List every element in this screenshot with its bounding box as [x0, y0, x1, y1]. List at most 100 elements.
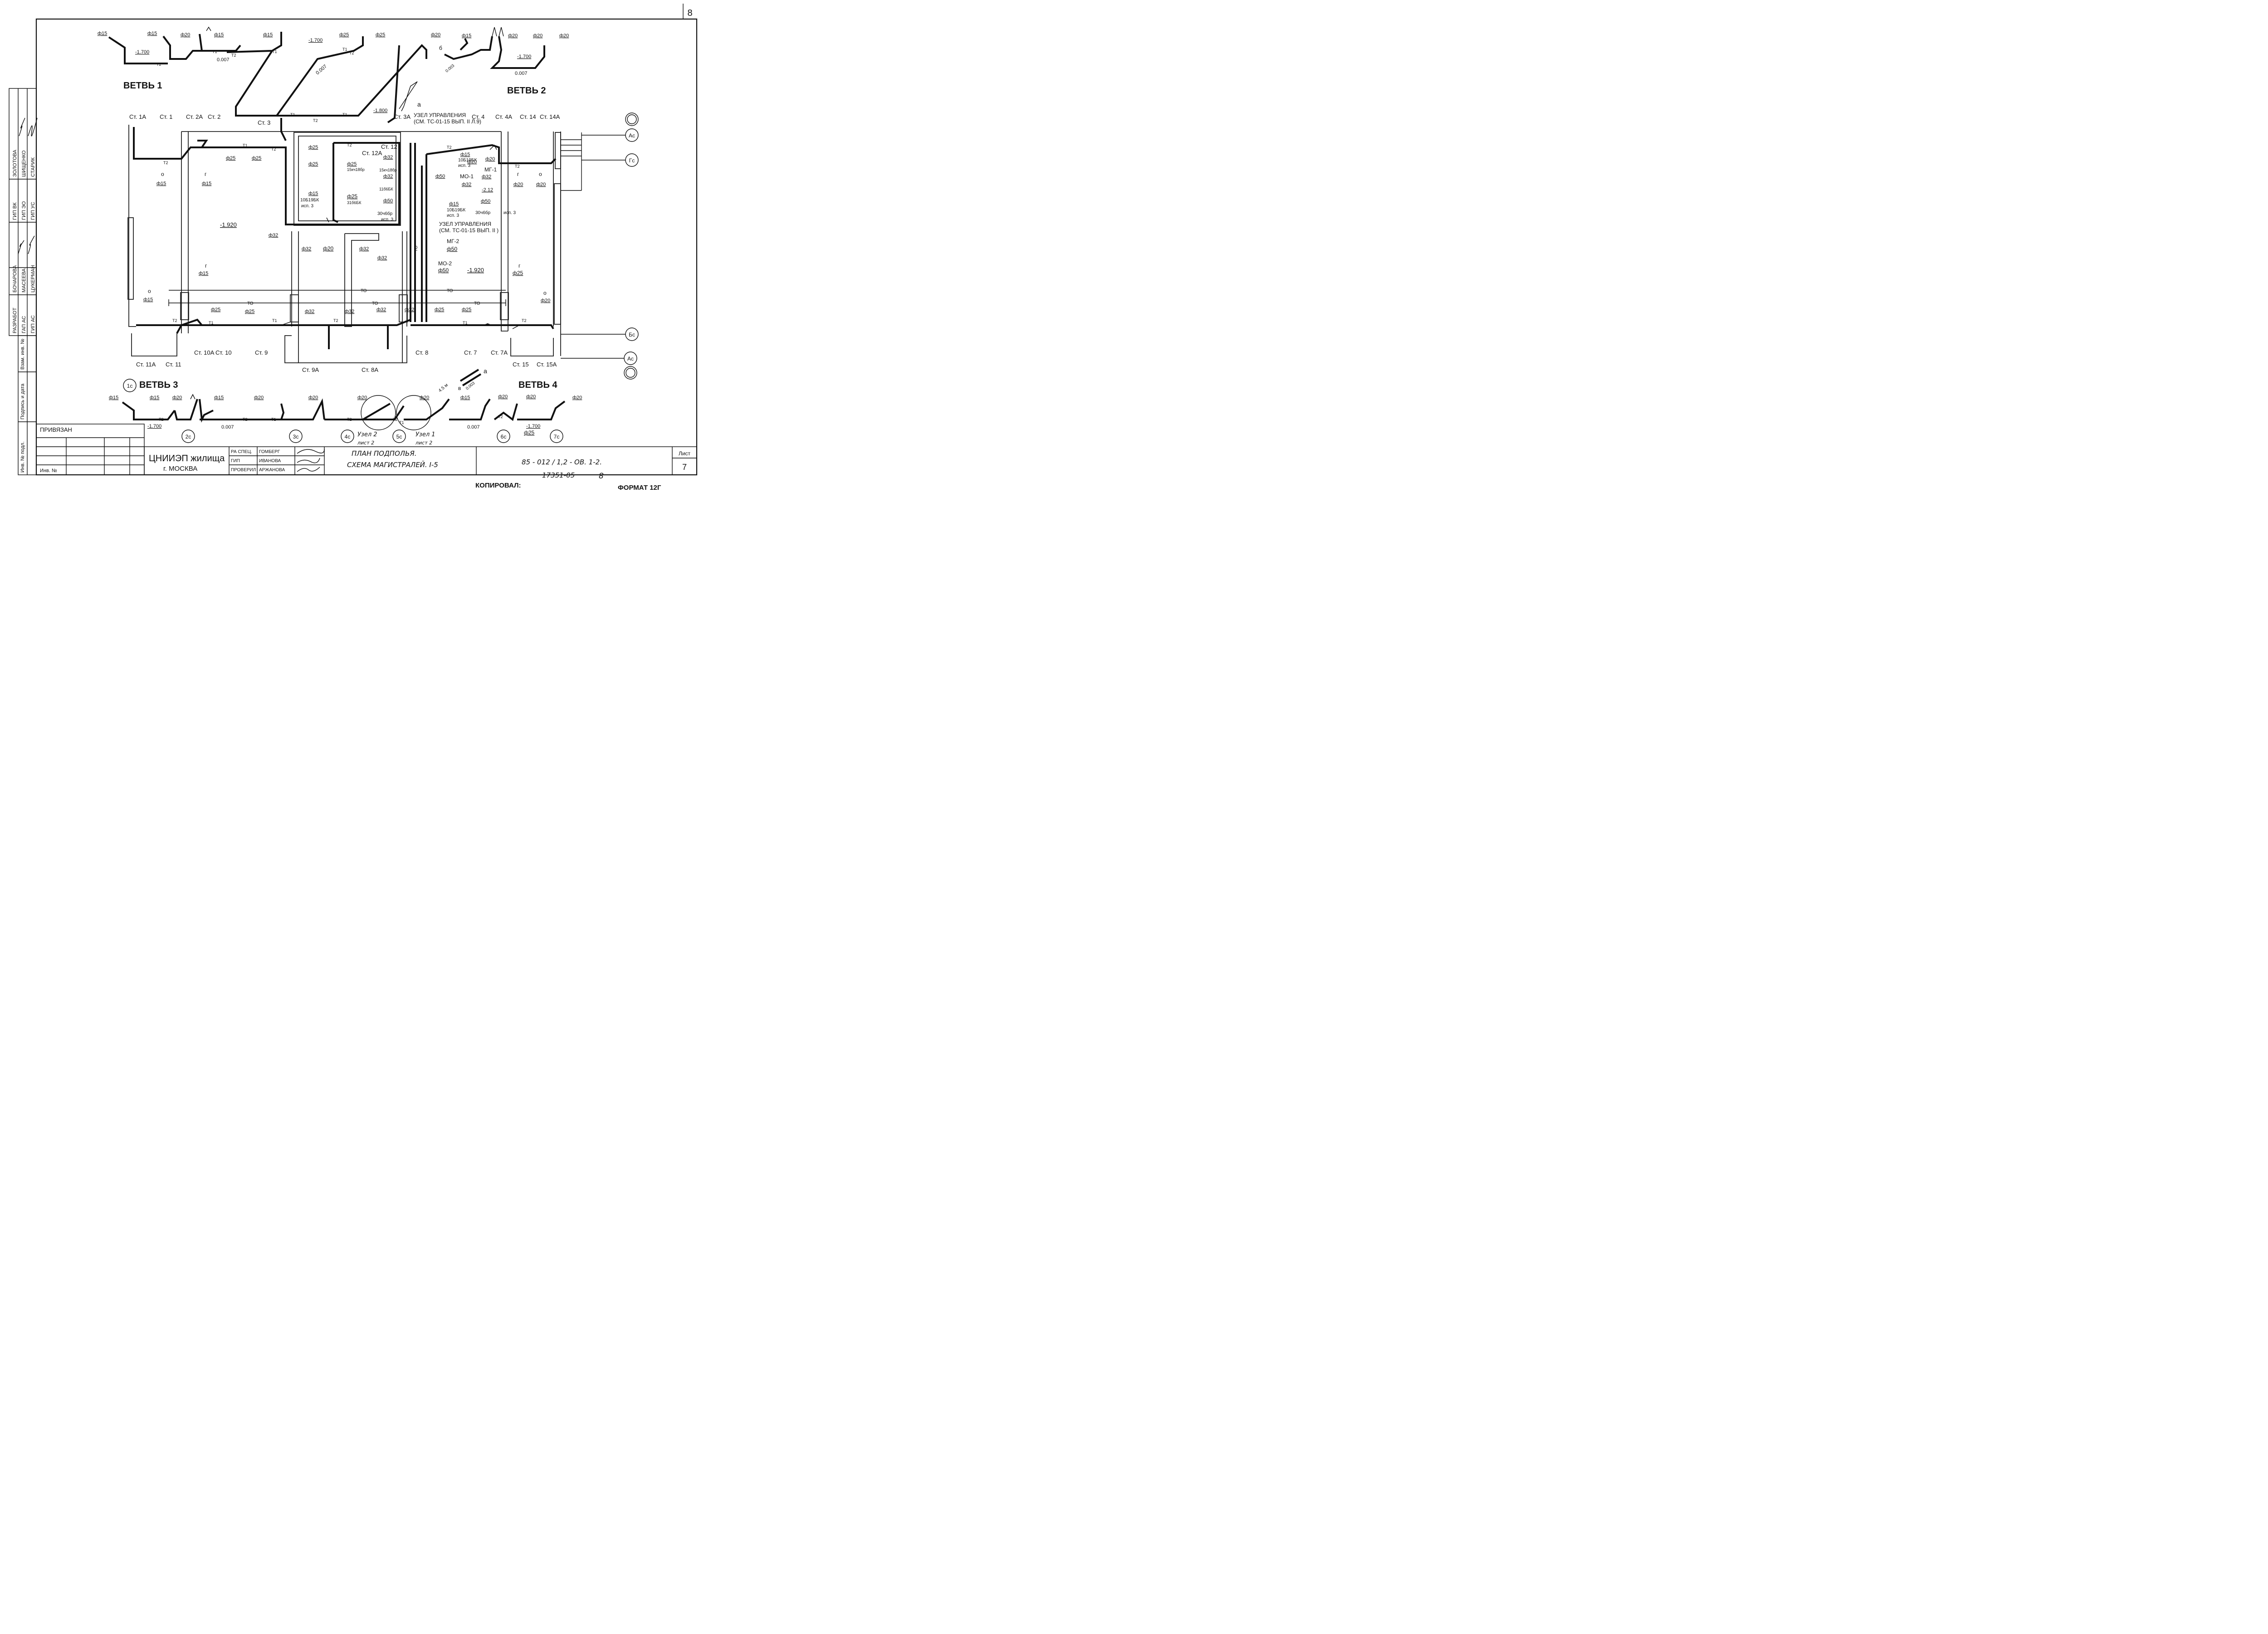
- dia-label: ф25: [513, 270, 523, 276]
- axis-1c: 1c: [127, 383, 133, 389]
- mark-a-top: а: [417, 101, 421, 108]
- riser-labels: Ст. 1А Ст. 1 Ст. 2А Ст. 2 Ст. 3 Ст. 3А С…: [129, 113, 560, 373]
- mark-t2: Т2: [333, 318, 338, 323]
- valve-code: 30ч6бр: [377, 211, 393, 216]
- dia-label: ф32: [345, 309, 354, 314]
- valve-isp: исп. 3: [301, 204, 314, 209]
- level-1700: -1.700: [308, 38, 323, 43]
- mark-t0: ТО: [361, 288, 367, 293]
- strip-role-6: ГИП УС: [30, 202, 36, 220]
- dia-label: ф25: [339, 32, 349, 38]
- axis-ac-top: Ac: [629, 132, 635, 139]
- dia-label: ф32: [376, 307, 386, 312]
- name-3: АРЖАНОВА: [259, 468, 285, 473]
- dia-label: ф32: [305, 309, 314, 314]
- node-1-sheet: лист 2: [415, 440, 432, 446]
- dia-label: ф15: [460, 152, 470, 157]
- mark-g: г: [518, 263, 521, 269]
- mark-t2: Т2: [522, 318, 527, 323]
- riser-st11: Ст. 11: [166, 361, 181, 368]
- dia-label: ф20: [513, 182, 523, 187]
- riser-st2: Ст. 2: [208, 113, 220, 120]
- riser-st12: Ст. 12: [381, 143, 397, 150]
- riser-st11a: Ст. 11А: [136, 361, 156, 368]
- node-1-label: Узел 1: [415, 431, 435, 438]
- inv-label: Инв. №: [40, 468, 57, 473]
- mark-t2: Т2: [231, 53, 236, 58]
- mark-t2: Т2: [347, 417, 352, 422]
- level-1800: -1.800: [373, 108, 387, 113]
- mark-t2: Т2: [393, 417, 398, 422]
- mg-2-label: МГ-2: [447, 238, 459, 244]
- mark-o: о: [539, 171, 542, 177]
- level-1700: -1.700: [147, 424, 161, 429]
- mo-2-label: МО-2: [438, 260, 452, 267]
- dia-label: ф15: [263, 32, 273, 38]
- dia-label: ф25: [226, 156, 235, 161]
- dia-label: ф32: [377, 255, 387, 261]
- plan-diagram: 8 Инв. № подл. Подпись и дата Взам. инв.…: [9, 4, 698, 492]
- diameter-labels: ф15 ф15 ф20 ф15 ф15 ф25 ф25 ф20 ф15 ф20 …: [98, 31, 582, 436]
- mark-t0: ТО: [447, 288, 453, 293]
- strip-signatures: [18, 117, 38, 254]
- branch-1-label: ВЕТВЬ 1: [123, 81, 162, 91]
- riser-st12a: Ст. 12А: [362, 150, 382, 156]
- role-gip: ГИП: [231, 458, 240, 463]
- dia-label: ф20: [172, 395, 182, 400]
- dia-label: ф25: [211, 307, 220, 312]
- axis-bc: Бс: [629, 332, 635, 338]
- dia-label: ф25: [308, 145, 318, 150]
- mark-a-bottom: а: [484, 367, 487, 375]
- slope: 0.007: [315, 63, 328, 76]
- dia-label: ф20: [508, 33, 518, 39]
- slope: 0.007: [217, 57, 230, 63]
- drawing-title-1: ПЛАН ПОДПОЛЬЯ.: [352, 449, 417, 458]
- branch-2-label: ВЕТВЬ 2: [507, 86, 546, 96]
- levels-and-slopes: -1.700 -1.700 -1.700 -1.700 -1.700 -1.80…: [135, 38, 540, 430]
- dia-label: ф20: [308, 395, 318, 400]
- dia-label: ф15: [199, 271, 208, 276]
- uzel-2-line-2: (СМ. ТС-01-15 ВЫП. II ): [439, 227, 499, 234]
- riser-st10a: Ст. 10А: [194, 349, 215, 356]
- dia-label: ф50: [481, 199, 490, 204]
- axis-5c: 5c: [396, 434, 402, 440]
- axis-4c: 4c: [345, 434, 351, 440]
- mark-g: г: [205, 171, 207, 177]
- mark-o: о: [161, 171, 164, 177]
- strip-role-2: ГАП АС: [21, 316, 27, 333]
- title-block: ПРИВЯЗАН Инв. № ЦНИИЭП жилища г. МОСКВА …: [36, 424, 697, 492]
- valve-isp: исп. 3: [458, 163, 471, 168]
- dia-label: ф15: [98, 31, 107, 36]
- strip-role-4: ГИП ВК: [12, 202, 18, 220]
- mark-t1: Т1: [209, 321, 214, 325]
- drawing-title-2: СХЕМА МАГИСТРАЛЕЙ. I-5: [347, 460, 438, 469]
- level-1700: -1.700: [135, 49, 149, 55]
- mark-t1: Т1: [290, 112, 295, 117]
- node-2-label: Узел 2: [357, 431, 377, 438]
- dia-label: ф25: [435, 307, 444, 312]
- dia-label: ф20: [526, 394, 536, 400]
- level-1920: -1.920: [220, 221, 237, 228]
- level-1920: -1.920: [467, 267, 484, 273]
- valve-code: 11б6БК: [379, 187, 393, 191]
- dia-label: ф15: [109, 395, 118, 400]
- dia-label: ф25: [524, 429, 535, 436]
- dia-label: ф20: [541, 298, 550, 303]
- axis-3c: 3c: [293, 434, 299, 440]
- valve-isp: исп. 3: [381, 217, 394, 222]
- strip-name-4: ЗОЛОТОВА: [12, 150, 18, 177]
- dia-label: ф25: [347, 161, 357, 167]
- mark-t0: ТО: [247, 301, 254, 306]
- riser-st3: Ст. 3: [258, 119, 270, 126]
- mo-1-label: МО-1: [460, 173, 474, 180]
- valve-code: 10Б19БК: [300, 198, 319, 203]
- riser-st14: Ст. 14: [520, 113, 536, 120]
- pipe-marks: Т2 Т1 Т2 Т1 Т1 Т2 Т1 Т2 Т1 Т2 Т1 Т2 Т2 Т…: [156, 47, 527, 425]
- valve-isp: исп. 3: [447, 213, 459, 218]
- riser-st7a: Ст. 7А: [491, 349, 508, 356]
- dia-label: ф25: [347, 193, 358, 200]
- dia-label: ф32: [462, 182, 471, 187]
- dia-label: ф20: [323, 245, 334, 252]
- dia-label: ф20: [467, 159, 477, 165]
- building-walls: [127, 125, 582, 363]
